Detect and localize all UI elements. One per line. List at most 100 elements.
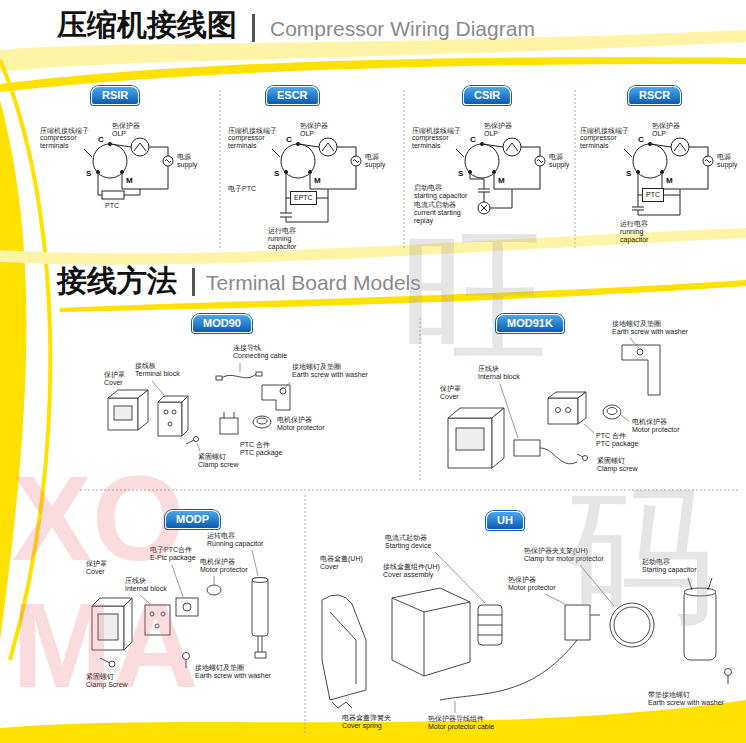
part-label: OLP [652,130,666,138]
part-label: 热保护器导线组件 [428,715,484,723]
part-label: 电流式启动器 [414,201,456,209]
leader-line [214,576,215,584]
mod90-parts [138,390,148,430]
part-label: 接线盒盖组件(UH) [383,563,440,571]
mod91k-parts [607,408,617,415]
part-label: Starting device [385,542,431,550]
part-label: 电子PTC [228,185,256,193]
part-label: PTC 合件 [240,441,270,449]
mod91k-parts [578,392,586,424]
leader-line [435,552,485,603]
leader-line [621,415,629,421]
part-label: OLP [300,130,314,138]
part-label: Terminal block [135,370,180,378]
part-label: 启动电容 [414,184,442,192]
section-tab: CSIR [463,86,511,105]
divider [305,495,306,735]
mod91k-parts [492,408,504,468]
rsir-schematic [84,138,173,189]
leader-line [140,338,639,713]
leader-line [584,424,594,433]
page-title: 压缩机接线图 [57,8,237,42]
part-label: Earth screw with washer [195,672,271,680]
part-label: 运行电容 [620,220,648,228]
mod90-parts [216,376,222,380]
divider [575,90,576,250]
node-text: RSCR [639,89,670,102]
leader-line [152,381,164,395]
part-label: OLP [484,130,498,138]
terminal-label: C [638,135,644,144]
yellow-swoosh [0,228,746,265]
part-label: supply [365,161,385,169]
part-label: supply [717,161,737,169]
terminal-label: C [286,135,292,144]
leader-line [500,384,518,438]
part-label: 运转电容 [207,532,235,540]
mod91k-parts [456,428,484,450]
modp-parts [252,578,268,636]
watermark: 码 [565,480,715,630]
mod90-parts [262,385,290,410]
mod91k-parts [622,345,660,395]
mod91k-parts [566,408,571,413]
section-tab: UH [486,511,524,530]
part-label: starting capacitor [414,192,467,200]
part-label: PTC [105,202,119,210]
yellow-swoosh [0,30,746,743]
part-label: 热保护器 [112,122,140,130]
rscr-schematic [624,138,713,215]
part-label: compressor terminals [580,134,624,150]
part-label: Motor protector [277,424,324,432]
mod90-parts [172,410,176,414]
part-label: Cover spring [342,722,382,730]
watermark: 旺 [400,222,550,372]
part-label: 接线板 [135,362,156,370]
uh-parts [322,595,366,700]
mod91k-parts [540,448,577,464]
mod90-parts [158,402,182,436]
section-tab: RSCR [628,86,681,105]
mod90-parts [114,406,132,420]
part-label: 紧固螺钉 [597,457,625,465]
uh-parts [440,640,577,700]
mod90-parts [108,372,290,444]
mod91k-parts [556,408,561,413]
part-label: 电机保护器 [200,558,235,566]
part-label: Motor protector [632,426,679,434]
part-label: 运行电容 [268,227,296,235]
mod90-parts [222,374,256,378]
part-label: PTC package [240,449,282,457]
mod90-parts [220,418,238,434]
terminal-label: S [274,169,279,178]
part-label: 电源 [365,153,379,161]
heading-bar [192,268,195,296]
mod90-parts [257,418,267,424]
part-label: 热保护器 [508,576,536,584]
part-label: Earth screw with washer [612,328,688,336]
part-label: 接地螺钉及垫圈 [612,320,661,328]
section-tab: ESCR [266,86,319,105]
node-text: ESCR [277,89,308,102]
section-heading: 接线方法 [57,264,177,298]
part-label: running capacitor [620,228,664,244]
part-label: PTC 合件 [596,432,626,440]
part-label: Clamp screw [198,461,238,469]
mod90-parts [168,422,172,426]
rscr-schematic [632,172,680,215]
rscr-schematic [624,138,713,189]
part-label: 接地螺钉及垫圈 [292,363,341,371]
part-label: Earth screw with washer [292,371,368,379]
mod91k-parts [603,405,621,419]
node-text: MODP [176,513,209,526]
leader-line [197,443,200,451]
part-label: 热保护器 [484,122,512,130]
part-label: compressor terminals [228,134,272,150]
part-label: 电器盒盖(UH) [320,555,363,563]
csir-schematic [470,172,512,208]
part-label: 接地螺钉及垫圈 [195,664,244,672]
rsir-schematic [98,172,140,195]
part-label: 电源 [177,153,191,161]
section-tab: RSIR [91,86,139,105]
